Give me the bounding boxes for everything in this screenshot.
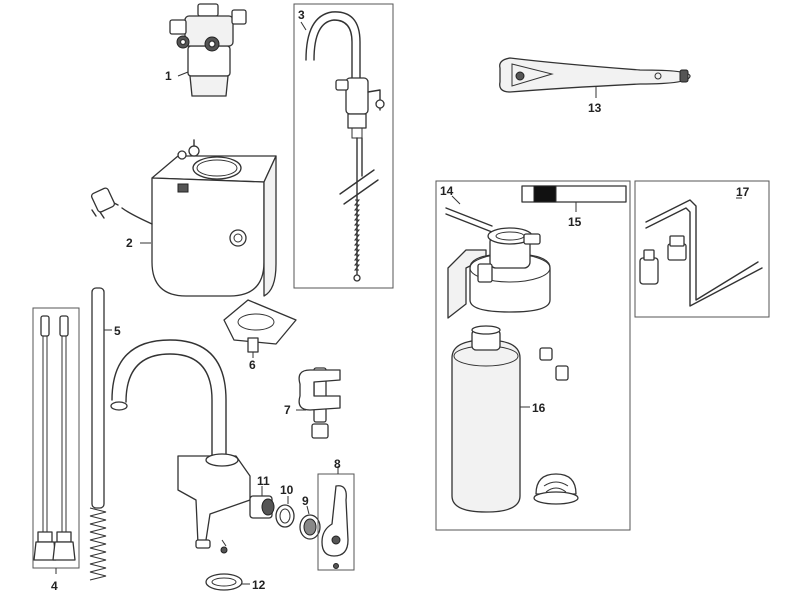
part-label-17: 17 <box>736 185 750 199</box>
main-mixer-tap <box>110 339 251 554</box>
part-label-12: 12 <box>252 578 266 592</box>
part-14-filter-head <box>445 195 551 319</box>
part-6-mounting-bracket <box>223 299 297 358</box>
part-1-valve-manifold <box>169 3 247 97</box>
part-label-2: 2 <box>126 236 133 250</box>
part-label-6: 6 <box>249 358 256 372</box>
part-label-11: 11 <box>257 474 270 488</box>
part-8-handle <box>317 466 355 571</box>
part-11-cartridge <box>249 486 275 519</box>
part-label-13: 13 <box>588 101 602 115</box>
part-7-clamp <box>296 367 341 439</box>
part-label-9: 9 <box>302 494 309 508</box>
part-label-7: 7 <box>284 403 291 417</box>
part-9-cover-ring <box>299 505 321 540</box>
part-label-10: 10 <box>280 483 294 497</box>
frame-part-4 <box>32 307 80 569</box>
part-label-14: 14 <box>440 184 454 198</box>
frame-part-3 <box>293 3 394 289</box>
part-13-lever-tool <box>499 57 691 98</box>
part-15-label-strip <box>521 185 627 212</box>
frame-part-17 <box>634 180 770 318</box>
part-label-1: 1 <box>165 69 172 83</box>
part-16-filter-cartridge <box>451 325 579 513</box>
part-label-15: 15 <box>568 215 582 229</box>
part-label-5: 5 <box>114 324 121 338</box>
part-12-washer <box>205 573 250 591</box>
part-10-ring <box>275 496 295 528</box>
part-label-3: 3 <box>298 8 305 22</box>
part-3-mixer-tap <box>300 11 385 282</box>
part-4-flexible-hoses <box>33 315 76 574</box>
part-5-pipe-spring <box>89 287 112 581</box>
part-17-pipe-kit <box>639 197 763 307</box>
part-2-boiler-tank <box>90 139 277 297</box>
part-label-16: 16 <box>532 401 546 415</box>
frame-part-14 <box>435 180 631 531</box>
part-label-4: 4 <box>51 579 58 593</box>
part-label-8: 8 <box>334 457 341 471</box>
